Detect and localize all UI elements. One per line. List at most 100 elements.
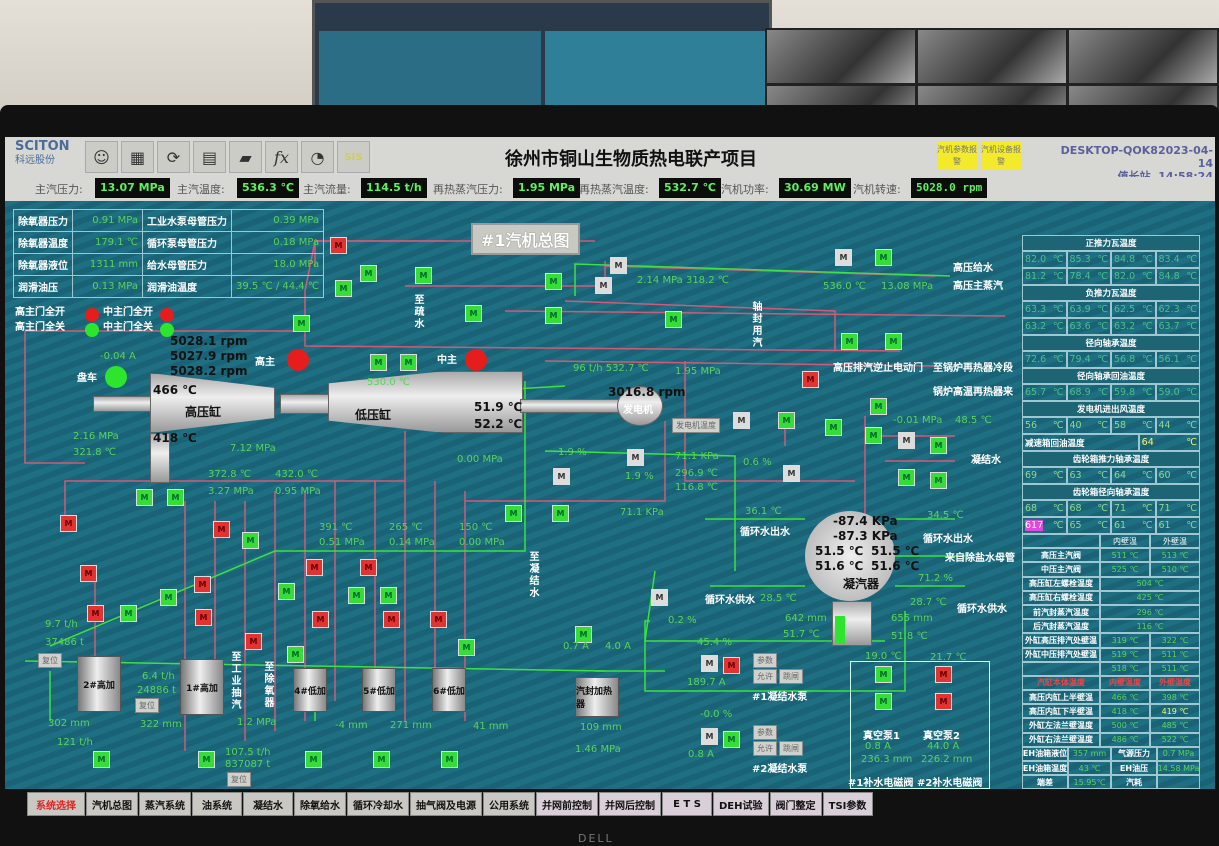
pump1-allow-button[interactable]: 允许 — [753, 669, 777, 684]
valve-icon[interactable]: M — [875, 249, 892, 266]
valve-icon[interactable]: M — [885, 333, 902, 350]
valve-icon[interactable]: M — [380, 587, 397, 604]
nav-tab[interactable]: 并网后控制 — [599, 792, 661, 816]
valve-icon[interactable]: M — [306, 559, 323, 576]
valve-icon[interactable]: M — [875, 693, 892, 710]
formula-icon[interactable]: fx — [265, 141, 298, 173]
nav-tab[interactable]: 并网前控制 — [536, 792, 598, 816]
pump2-param-button[interactable]: 参数 — [753, 725, 777, 740]
nav-tab[interactable]: DEH试验 — [713, 792, 769, 816]
valve-icon[interactable]: M — [733, 412, 750, 429]
valve-icon[interactable]: M — [930, 472, 947, 489]
valve-icon[interactable]: M — [305, 751, 322, 768]
pump2-allow-button[interactable]: 允许 — [753, 741, 777, 756]
generator-temp-button[interactable]: 发电机温度 — [672, 418, 720, 433]
valve-icon[interactable]: M — [898, 469, 915, 486]
valve-icon[interactable]: M — [935, 693, 952, 710]
reset-button[interactable]: 复位 — [38, 653, 62, 668]
nav-tab[interactable]: 蒸汽系统 — [139, 792, 191, 816]
nav-tab[interactable]: 循环冷却水 — [347, 792, 409, 816]
nav-tab[interactable]: 除氧给水 — [294, 792, 346, 816]
valve-icon[interactable]: M — [595, 277, 612, 294]
nav-tab[interactable]: TSI参数 — [822, 792, 873, 816]
turbine-param-alarm-button[interactable]: 汽机参数报警 — [937, 142, 977, 170]
reset-button[interactable]: 复位 — [227, 772, 251, 787]
valve-icon[interactable]: M — [651, 589, 668, 606]
pump1-trip-button[interactable]: 跳闸 — [779, 669, 803, 684]
valve-icon[interactable]: M — [723, 657, 740, 674]
nav-tab[interactable]: 油系统 — [192, 792, 242, 816]
valve-icon[interactable]: M — [545, 273, 562, 290]
valve-icon[interactable]: M — [167, 489, 184, 506]
refresh-icon[interactable]: ⟳ — [157, 141, 190, 173]
valve-icon[interactable]: M — [545, 307, 562, 324]
pump2-trip-button[interactable]: 跳闸 — [779, 741, 803, 756]
valve-icon[interactable]: M — [430, 611, 447, 628]
valve-icon[interactable]: M — [865, 427, 882, 444]
nav-tab[interactable]: 凝结水 — [243, 792, 293, 816]
valve-icon[interactable]: M — [293, 315, 310, 332]
valve-icon[interactable]: M — [335, 280, 352, 297]
nav-tab[interactable]: 系统选择 — [27, 792, 85, 816]
valve-icon[interactable]: M — [441, 751, 458, 768]
turning-motor-icon[interactable] — [105, 366, 127, 388]
users-icon[interactable]: ☺ — [85, 141, 118, 173]
valve-icon[interactable]: M — [505, 505, 522, 522]
nav-tab[interactable]: 公用系统 — [483, 792, 535, 816]
valve-icon[interactable]: M — [198, 751, 215, 768]
valve-icon[interactable]: M — [160, 589, 177, 606]
valve-icon[interactable]: M — [287, 646, 304, 663]
valve-icon[interactable]: M — [575, 626, 592, 643]
chart-icon[interactable]: ◔ — [301, 141, 334, 173]
turbine-equipment-alarm-button[interactable]: 汽机设备报警 — [981, 142, 1021, 170]
valve-icon[interactable]: M — [400, 354, 417, 371]
video-icon[interactable]: ▦ — [121, 141, 154, 173]
nav-tab[interactable]: 抽气阀及电源 — [410, 792, 482, 816]
sis-icon[interactable]: SIS — [337, 141, 370, 173]
valve-icon[interactable]: M — [87, 605, 104, 622]
valve-icon[interactable]: M — [930, 437, 947, 454]
valve-icon[interactable]: M — [373, 751, 390, 768]
valve-icon[interactable]: M — [835, 249, 852, 266]
valve-icon[interactable]: M — [870, 398, 887, 415]
valve-icon[interactable]: M — [553, 468, 570, 485]
valve-icon[interactable]: M — [701, 655, 718, 672]
nav-tab[interactable]: 汽机总图 — [86, 792, 138, 816]
valve-icon[interactable]: M — [370, 354, 387, 371]
valve-icon[interactable]: M — [278, 583, 295, 600]
reset-button[interactable]: 复位 — [135, 698, 159, 713]
valve-icon[interactable]: M — [330, 237, 347, 254]
nav-tab[interactable]: E T S — [662, 792, 712, 816]
valve-icon[interactable]: M — [213, 521, 230, 538]
valve-icon[interactable]: M — [627, 449, 644, 466]
valve-icon[interactable]: M — [415, 267, 432, 284]
valve-icon[interactable]: M — [194, 576, 211, 593]
valve-icon[interactable]: M — [465, 305, 482, 322]
valve-icon[interactable]: M — [245, 633, 262, 650]
valve-icon[interactable]: M — [312, 611, 329, 628]
valve-icon[interactable]: M — [242, 532, 259, 549]
valve-icon[interactable]: M — [825, 419, 842, 436]
eraser-icon[interactable]: ▰ — [229, 141, 262, 173]
valve-icon[interactable]: M — [701, 728, 718, 745]
valve-icon[interactable]: M — [610, 257, 627, 274]
valve-icon[interactable]: M — [93, 751, 110, 768]
valve-icon[interactable]: M — [898, 432, 915, 449]
valve-icon[interactable]: M — [778, 412, 795, 429]
valve-icon[interactable]: M — [360, 265, 377, 282]
valve-icon[interactable]: M — [195, 609, 212, 626]
valve-icon[interactable]: M — [458, 639, 475, 656]
valve-icon[interactable]: M — [935, 666, 952, 683]
nav-tab[interactable]: 阀门整定 — [769, 792, 822, 816]
valve-icon[interactable]: M — [348, 587, 365, 604]
report-icon[interactable]: ▤ — [193, 141, 226, 173]
valve-icon[interactable]: M — [120, 605, 137, 622]
valve-icon[interactable]: M — [383, 611, 400, 628]
pump1-param-button[interactable]: 参数 — [753, 653, 777, 668]
valve-icon[interactable]: M — [841, 333, 858, 350]
valve-icon[interactable]: M — [136, 489, 153, 506]
valve-icon[interactable]: M — [60, 515, 77, 532]
valve-icon[interactable]: M — [552, 505, 569, 522]
valve-icon[interactable]: M — [875, 666, 892, 683]
valve-icon[interactable]: M — [80, 565, 97, 582]
